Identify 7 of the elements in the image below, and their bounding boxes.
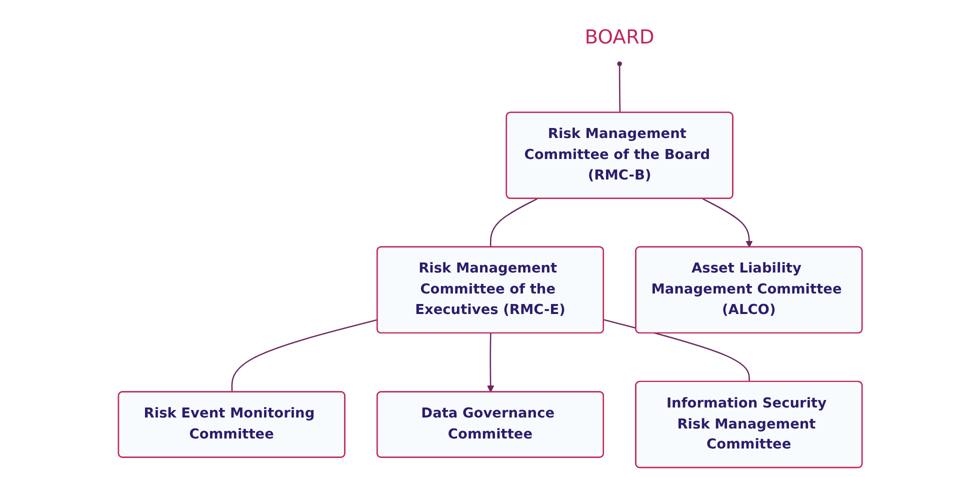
- arrow: [702, 198, 752, 248]
- connector: [616, 60, 622, 112]
- connector: [603, 318, 750, 382]
- node-text: BOARD: [584, 25, 654, 48]
- connector: [231, 318, 378, 392]
- connector: [490, 198, 538, 247]
- arrow: [486, 332, 494, 392]
